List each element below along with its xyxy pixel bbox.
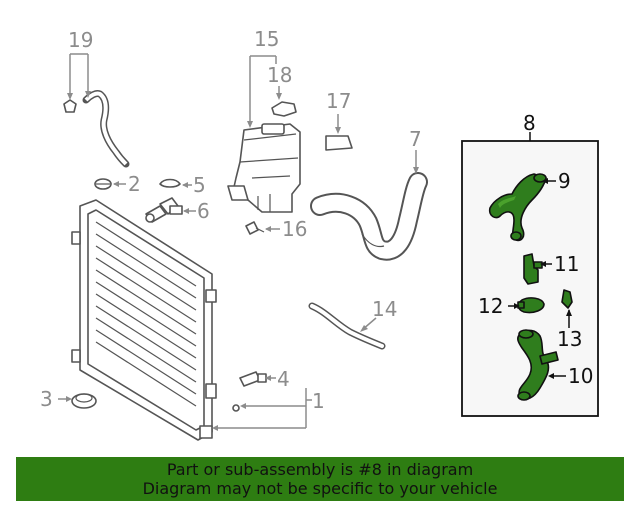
callout-8[interactable]: 8 bbox=[523, 111, 536, 135]
callout-18[interactable]: 18 bbox=[267, 63, 292, 87]
callout-15[interactable]: 15 bbox=[254, 27, 279, 51]
upper-hose-19[interactable] bbox=[63, 90, 130, 168]
callout-5[interactable]: 5 bbox=[193, 173, 206, 197]
callout-7[interactable]: 7 bbox=[409, 127, 422, 151]
fitting-6[interactable] bbox=[145, 197, 183, 223]
callout-12[interactable]: 12 bbox=[478, 294, 503, 318]
hose-10[interactable] bbox=[517, 329, 559, 401]
banner-line-2: Diagram may not be specific to your vehi… bbox=[142, 479, 498, 498]
info-banner: Part or sub-assembly is #8 in diagram Di… bbox=[16, 457, 624, 501]
fitting-13[interactable] bbox=[561, 289, 573, 309]
clamp-12[interactable] bbox=[517, 297, 545, 314]
leader-15 bbox=[247, 55, 277, 128]
callout-1[interactable]: 1 bbox=[312, 389, 325, 413]
bolt-16[interactable] bbox=[245, 221, 265, 235]
reservoir-tank-15[interactable] bbox=[227, 123, 301, 213]
hose-9[interactable] bbox=[488, 173, 547, 242]
radiator[interactable] bbox=[71, 199, 217, 441]
callout-16[interactable]: 16 bbox=[282, 217, 307, 241]
bypass-hose-14[interactable] bbox=[308, 302, 386, 350]
connector-11[interactable] bbox=[523, 253, 543, 285]
lower-hose-7[interactable] bbox=[310, 172, 428, 261]
small-part-1[interactable] bbox=[232, 404, 240, 412]
leader-19 bbox=[67, 53, 91, 100]
radiator-cap-3[interactable] bbox=[71, 393, 97, 409]
leader-1 bbox=[212, 388, 312, 431]
callout-2[interactable]: 2 bbox=[128, 172, 141, 196]
drain-plug-4[interactable] bbox=[239, 371, 267, 387]
callout-13[interactable]: 13 bbox=[557, 327, 582, 351]
bracket-17[interactable] bbox=[325, 135, 353, 151]
callout-14[interactable]: 14 bbox=[372, 297, 397, 321]
cap-2[interactable] bbox=[94, 178, 112, 190]
callout-3[interactable]: 3 bbox=[40, 387, 53, 411]
callout-17[interactable]: 17 bbox=[326, 89, 351, 113]
callout-4[interactable]: 4 bbox=[277, 367, 290, 391]
clamp-5[interactable] bbox=[159, 178, 181, 188]
banner-line-1: Part or sub-assembly is #8 in diagram bbox=[166, 460, 474, 479]
callout-9[interactable]: 9 bbox=[558, 169, 571, 193]
callout-11[interactable]: 11 bbox=[554, 252, 579, 276]
callout-19[interactable]: 19 bbox=[68, 28, 93, 52]
callout-6[interactable]: 6 bbox=[197, 199, 210, 223]
callout-10[interactable]: 10 bbox=[568, 364, 593, 388]
reservoir-cap-18[interactable] bbox=[271, 101, 297, 117]
